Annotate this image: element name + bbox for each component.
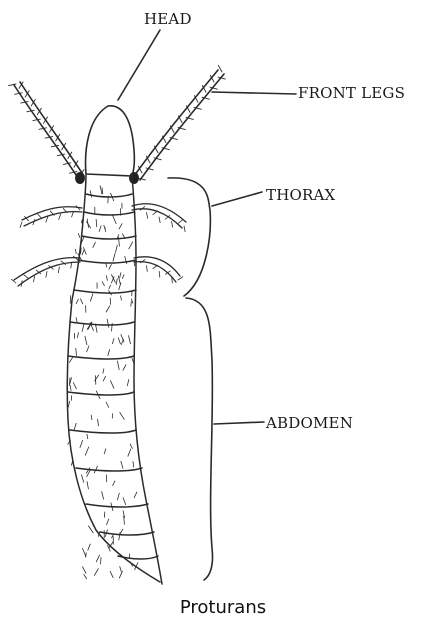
body-segments [67, 174, 162, 584]
label-front-legs: FRONT LEGS [298, 84, 405, 102]
label-thorax: THORAX [266, 186, 336, 204]
front-legs [9, 65, 226, 184]
thorax-bracket [168, 178, 210, 296]
left-leg-joint [75, 172, 85, 184]
right-leg-joint [129, 172, 139, 184]
head-shape [86, 106, 135, 176]
leader-lines [118, 30, 296, 580]
thorax-leader-line [212, 192, 262, 206]
label-abdomen: ABDOMEN [265, 414, 353, 432]
thoracic-legs [11, 204, 186, 287]
abdomen-leader-line [214, 422, 264, 424]
front-legs-leader-line [212, 92, 296, 94]
label-head: HEAD [144, 10, 192, 28]
abdomen-bracket [186, 298, 213, 580]
head-leader-line [118, 30, 160, 100]
figure-caption: Proturans [180, 597, 266, 618]
